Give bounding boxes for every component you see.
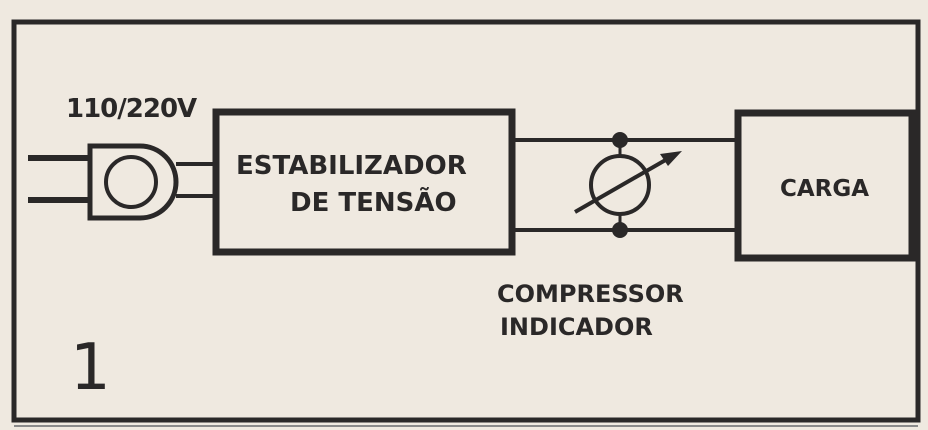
meter-icon [574, 132, 682, 238]
meter-label-line2: INDICADOR [500, 313, 653, 341]
voltage-label: 110/220V [66, 94, 197, 124]
meter-label-line1: COMPRESSOR [497, 280, 684, 308]
stabilizer-label-line2: DE TENSÃO [290, 188, 457, 218]
power-plug-icon [28, 143, 179, 221]
stabilizer-box [212, 108, 516, 256]
figure-number: 1 [70, 331, 111, 405]
load-box [734, 109, 916, 262]
figure-frame [11, 19, 921, 423]
stabilizer-label-line1: ESTABILIZADOR [236, 151, 467, 181]
plug-stabilizer-wires [176, 162, 216, 198]
load-label: CARGA [780, 176, 870, 202]
